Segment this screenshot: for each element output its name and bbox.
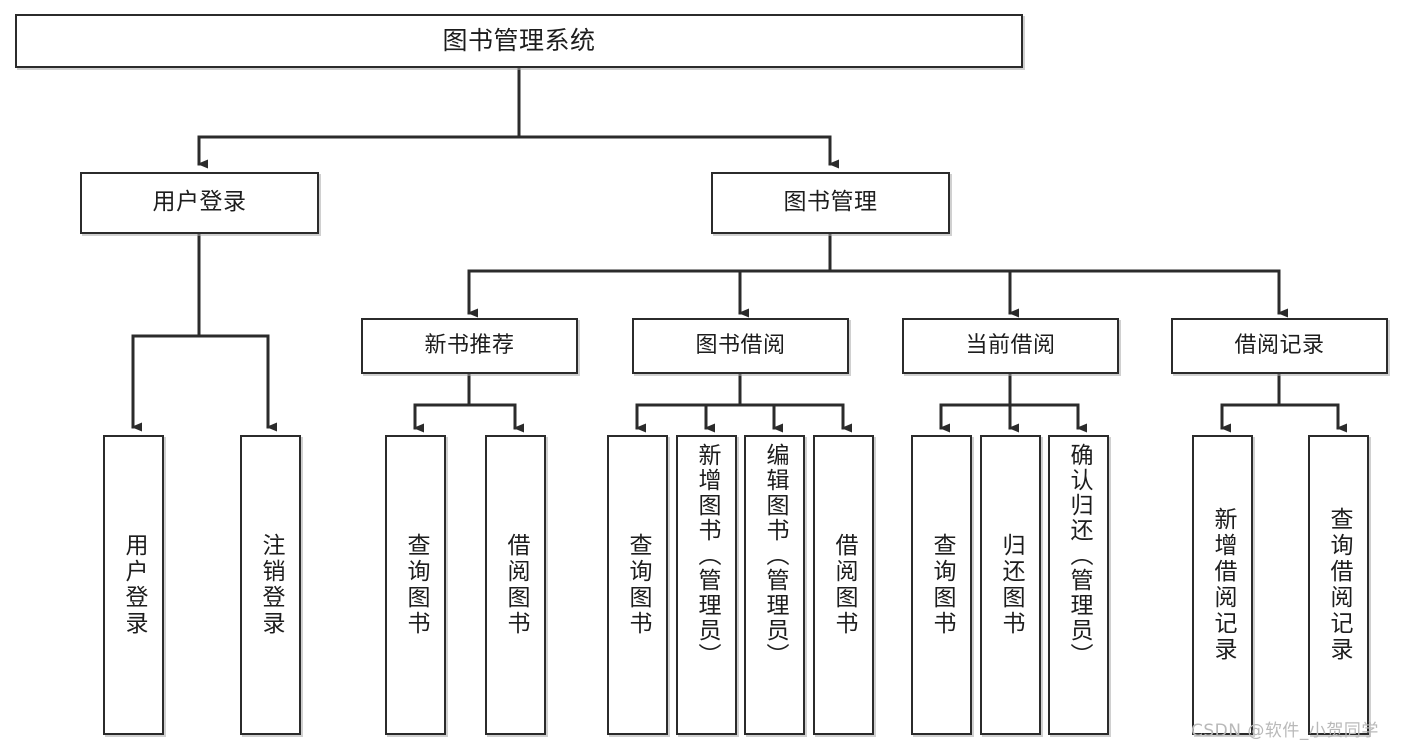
node-label: 查询图书 <box>403 533 429 637</box>
leaf-book-borrow-edit-book-admin[interactable]: 编辑图书（管理员） <box>744 435 805 735</box>
leaf-borrow-record-add-record[interactable]: 新增借阅记录 <box>1192 435 1253 735</box>
node-book-management[interactable]: 图书管理 <box>711 172 950 234</box>
node-label: 确认归还（管理员） <box>1066 443 1092 668</box>
node-label: 查询图书 <box>625 533 651 637</box>
node-book-borrow[interactable]: 图书借阅 <box>632 318 849 374</box>
node-label: 借阅图书 <box>503 533 529 637</box>
node-label: 当前借阅 <box>965 333 1056 359</box>
leaf-borrow-record-query-record[interactable]: 查询借阅记录 <box>1308 435 1369 735</box>
node-label: 注销登录 <box>258 533 284 637</box>
node-label: 查询借阅记录 <box>1326 507 1352 663</box>
leaf-current-borrow-query-book[interactable]: 查询图书 <box>911 435 972 735</box>
node-current-borrow[interactable]: 当前借阅 <box>902 318 1119 374</box>
node-label: 图书管理系统 <box>442 26 596 56</box>
node-label: 新增图书（管理员） <box>694 443 720 668</box>
node-label: 新增借阅记录 <box>1210 507 1236 663</box>
node-label: 编辑图书（管理员） <box>762 443 788 668</box>
node-user-login[interactable]: 用户登录 <box>80 172 319 234</box>
node-label: 图书管理 <box>783 189 878 216</box>
leaf-user-login-signout[interactable]: 注销登录 <box>240 435 301 735</box>
node-label: 新书推荐 <box>424 333 515 359</box>
leaf-book-borrow-add-book-admin[interactable]: 新增图书（管理员） <box>676 435 737 735</box>
leaf-current-borrow-confirm-return-admin[interactable]: 确认归还（管理员） <box>1048 435 1109 735</box>
node-root-book-management-system[interactable]: 图书管理系统 <box>15 14 1023 68</box>
node-label: 查询图书 <box>929 533 955 637</box>
node-label: 归还图书 <box>998 533 1024 637</box>
leaf-current-borrow-return-book[interactable]: 归还图书 <box>980 435 1041 735</box>
leaf-new-book-query-book[interactable]: 查询图书 <box>385 435 446 735</box>
leaf-new-book-borrow-book[interactable]: 借阅图书 <box>485 435 546 735</box>
node-label: 用户登录 <box>152 189 247 216</box>
leaf-book-borrow-query-book[interactable]: 查询图书 <box>607 435 668 735</box>
leaf-user-login-signin[interactable]: 用户登录 <box>103 435 164 735</box>
leaf-book-borrow-borrow-book[interactable]: 借阅图书 <box>813 435 874 735</box>
node-label: 图书借阅 <box>695 333 786 359</box>
node-new-book-recommend[interactable]: 新书推荐 <box>361 318 578 374</box>
node-label: 借阅记录 <box>1234 333 1325 359</box>
node-borrow-record[interactable]: 借阅记录 <box>1171 318 1388 374</box>
node-label: 用户登录 <box>121 533 147 637</box>
node-label: 借阅图书 <box>831 533 857 637</box>
